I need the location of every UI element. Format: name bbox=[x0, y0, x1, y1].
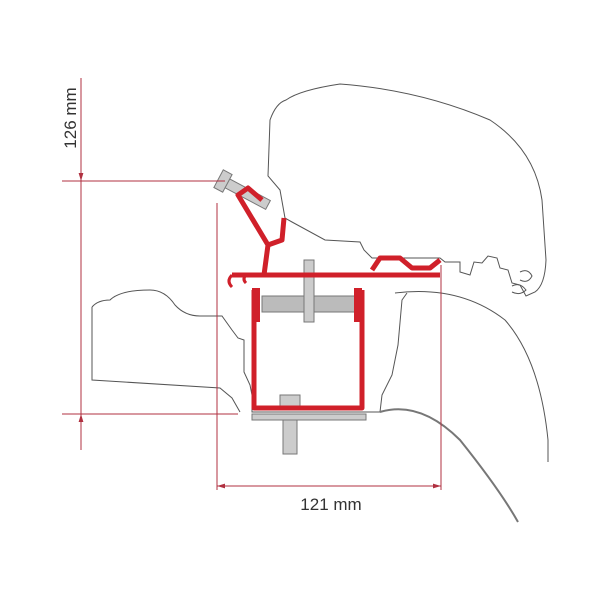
awning-end-profile bbox=[511, 270, 533, 295]
bottom-bolt bbox=[282, 419, 298, 455]
height-label: 126 mm bbox=[61, 87, 80, 148]
height-dimension bbox=[62, 78, 238, 450]
van-roof-curve bbox=[394, 291, 549, 462]
awning-cassette-outline bbox=[267, 83, 547, 297]
adapter-bracket bbox=[227, 185, 442, 411]
van-lower-body bbox=[91, 307, 241, 413]
top-bolt bbox=[303, 259, 315, 323]
van-body-panel-line bbox=[379, 408, 519, 523]
width-label: 121 mm bbox=[300, 495, 361, 514]
van-side-profile bbox=[91, 289, 408, 413]
bottom-plate bbox=[251, 413, 367, 421]
bottom-nut bbox=[279, 394, 301, 408]
width-dimension bbox=[216, 203, 442, 490]
